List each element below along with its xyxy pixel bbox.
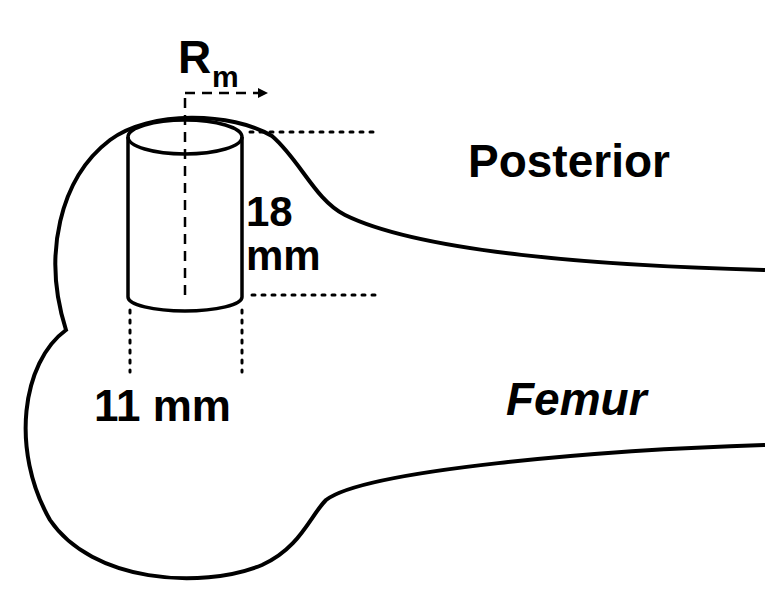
dimension-lines: [130, 132, 375, 372]
bone-label: Femur: [506, 376, 647, 422]
orientation-label: Posterior: [468, 138, 670, 184]
defect-cylinder: [128, 120, 242, 311]
femur-outline: [26, 118, 765, 578]
radius-subscript: m: [212, 62, 239, 92]
radius-symbol: R: [178, 34, 211, 80]
depth-dimension: 18 mm: [246, 190, 356, 278]
diameter-dimension: 11 mm: [94, 384, 231, 428]
